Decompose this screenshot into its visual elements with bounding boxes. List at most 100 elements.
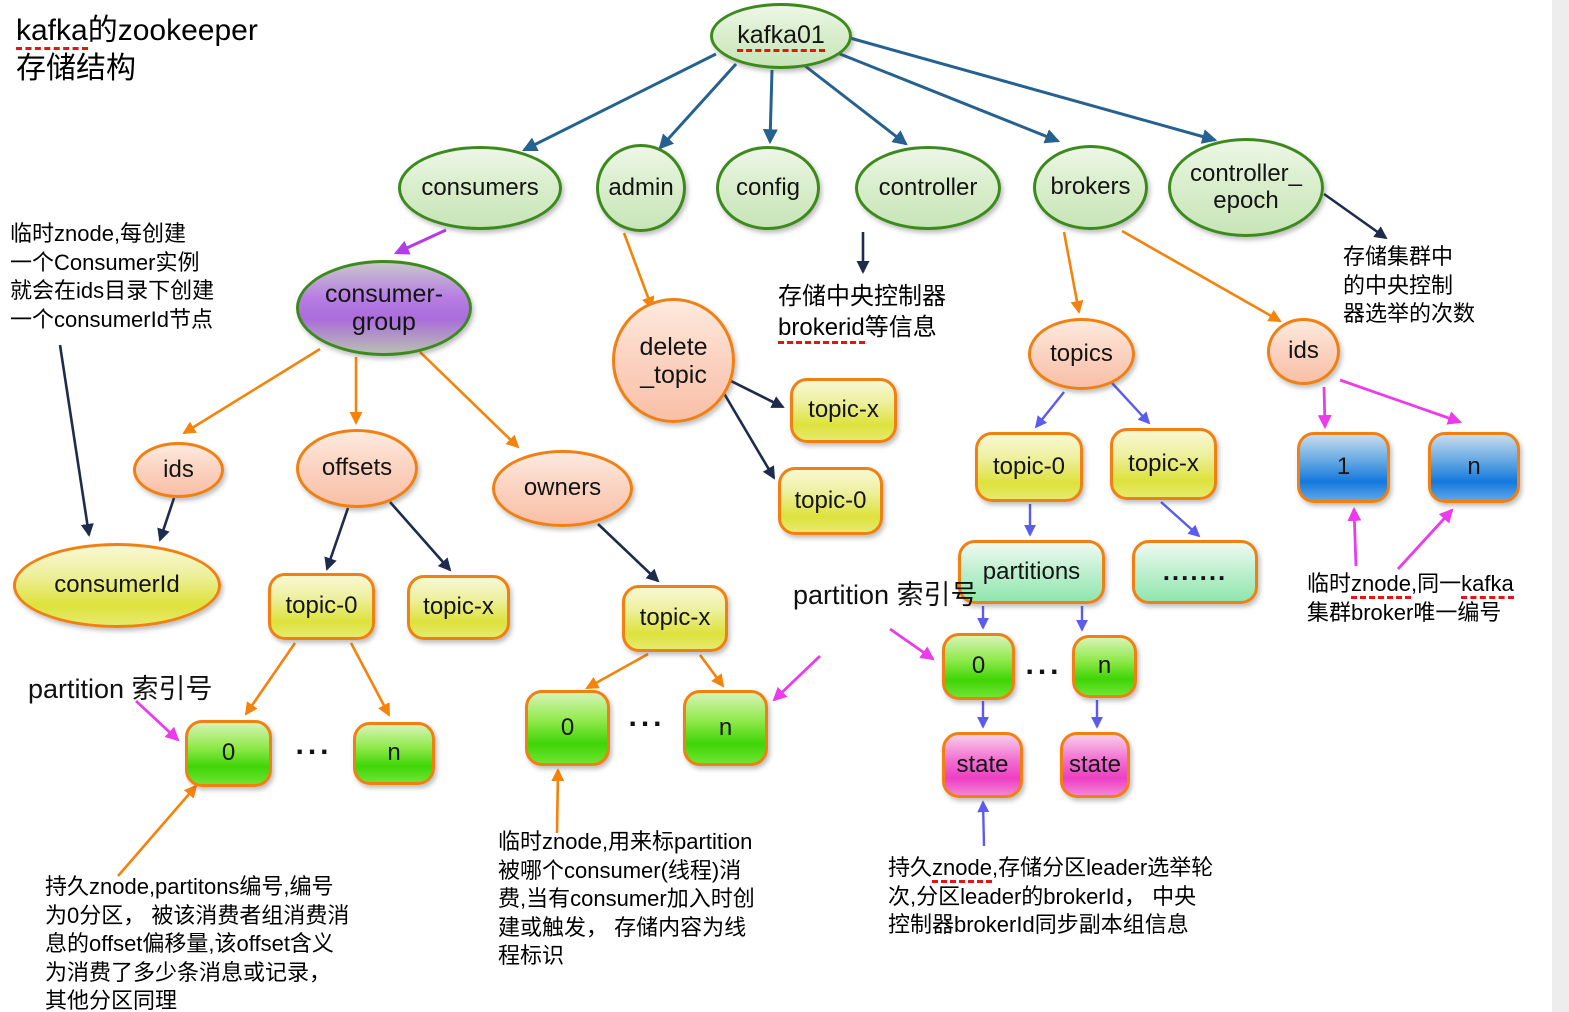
note-controller-brokerid: 存储中央控制器 brokerid等信息 xyxy=(778,281,946,345)
node-partition-n-offsets: n xyxy=(353,722,435,785)
ellipsis-offsets: ... xyxy=(295,728,333,761)
node-partition-n-offsets-label: n xyxy=(387,739,401,767)
title-suffix: 的zookeeper xyxy=(87,14,258,47)
node-topic-0-brokers-label: topic-0 xyxy=(992,452,1066,480)
edge-kafka01-config xyxy=(762,69,778,145)
edge-offsets-topic0 xyxy=(324,507,350,571)
node-delete-topic: delete _topic xyxy=(612,298,735,423)
edge-note-brokern xyxy=(1396,508,1454,570)
node-config-label: config xyxy=(735,173,801,201)
edge-note-state xyxy=(977,800,990,847)
node-topic-0-brokers: topic-0 xyxy=(975,432,1083,502)
node-topic-x-owners: topic-x xyxy=(622,585,728,652)
node-topic-dots-label: ....... xyxy=(1162,556,1228,587)
node-topic-x-brokers-label: topic-x xyxy=(1128,449,1199,477)
edge-note-broker1 xyxy=(1347,506,1362,567)
edge-offsets-topicx xyxy=(389,501,452,572)
edge-topicx-p0 xyxy=(585,652,649,690)
edge-ids-broker1 xyxy=(1317,386,1332,430)
node-delete-topic-label: delete _topic xyxy=(639,332,708,389)
node-broker-n-label: n xyxy=(1467,453,1481,481)
node-consumer-group-label: consumer- group xyxy=(324,280,444,336)
node-broker-n: n xyxy=(1428,432,1520,503)
node-partitions-label: partitions xyxy=(982,557,1081,585)
note-controller-rest: 等信息 xyxy=(864,314,937,342)
edge-note-consumerid xyxy=(58,344,94,537)
note-state-detail: 持久znode,存储分区leader选举轮 次,分区leader的brokerI… xyxy=(888,854,1213,940)
node-owners: owners xyxy=(492,450,633,527)
node-partition-0-owners: 0 xyxy=(525,690,610,766)
node-consumerid-label: consumerId xyxy=(54,571,180,599)
node-admin-label: admin xyxy=(608,173,674,201)
note-offsets-detail: 持久znode,partitons编号,编号 为0分区， 被该消费者组消费消 息… xyxy=(45,874,350,1012)
title-line2: 存储结构 xyxy=(16,52,136,86)
right-gutter xyxy=(1552,0,1569,1012)
node-consumers-label: consumers xyxy=(421,173,539,201)
node-offsets: offsets xyxy=(296,429,418,508)
node-topic-0-offsets-label: topic-0 xyxy=(285,592,358,620)
node-consumerid: consumerId xyxy=(13,543,221,628)
node-topics: topics xyxy=(1028,318,1135,390)
edge-topic0-p0 xyxy=(244,642,297,716)
node-state-left: state xyxy=(942,732,1023,798)
note-controller-line1: 存储中央控制器 xyxy=(778,283,946,310)
edge-kafka01-consumers xyxy=(521,52,717,152)
node-state-right: state xyxy=(1060,732,1130,798)
node-state-right-label: state xyxy=(1068,750,1122,778)
edge-kafka01-admin xyxy=(658,62,738,150)
node-topic-0-delete-label: topic-0 xyxy=(794,486,867,514)
ellipsis-brokers: ... xyxy=(1025,648,1063,681)
node-partition-n-owners-label: n xyxy=(718,713,733,741)
edge-delete-topicx xyxy=(724,376,785,409)
node-kafka01-label: kafka01 xyxy=(737,21,825,52)
label-partition-index-left: partition 索引号 xyxy=(28,674,213,704)
node-brokers: brokers xyxy=(1033,145,1148,230)
node-consumers: consumers xyxy=(398,146,562,230)
node-controller-label: controller xyxy=(878,173,978,201)
edge-plabel-center-p0 xyxy=(889,627,935,661)
node-brokers-label: brokers xyxy=(1050,173,1131,201)
edge-plabel-center-pn xyxy=(772,654,821,702)
node-partition-n-brokers: n xyxy=(1072,635,1137,698)
edge-topicx-pn xyxy=(698,654,725,688)
edge-owners-topicx xyxy=(597,523,660,583)
edge-topics-topicx xyxy=(1111,382,1151,425)
node-controller: controller xyxy=(855,146,1001,230)
node-topic-x-owners-label: topic-x xyxy=(639,604,711,632)
node-ids-brokers: ids xyxy=(1267,318,1340,385)
node-topic-dots: ....... xyxy=(1132,540,1258,604)
node-ids-brokers-label: ids xyxy=(1288,337,1319,365)
edge-kafka01-controller xyxy=(799,60,908,146)
node-topics-label: topics xyxy=(1050,339,1113,367)
node-consumer-group: consumer- group xyxy=(296,260,472,356)
node-partition-0-offsets: 0 xyxy=(185,720,272,787)
edge-brokers-topics xyxy=(1062,231,1084,314)
note-controller-epoch: 存储集群中 的中央控制 器选举的次数 xyxy=(1343,244,1476,327)
node-topic-x-delete-label: topic-x xyxy=(808,396,879,424)
edge-topicx-dots xyxy=(1160,501,1201,538)
node-partition-0-offsets-label: 0 xyxy=(221,739,236,767)
node-kafka01: kafka01 xyxy=(710,3,852,69)
node-partition-n-brokers-label: n xyxy=(1097,652,1112,680)
edge-ids-brokern xyxy=(1339,378,1462,425)
node-offsets-label: offsets xyxy=(321,454,393,482)
node-topic-x-brokers: topic-x xyxy=(1110,428,1217,500)
note-consumer-ids: 临时znode,每创建 一个Consumer实例 就会在ids目录下创建 一个c… xyxy=(10,221,215,332)
edge-delete-topic0 xyxy=(720,389,776,480)
edge-ids-consumerid xyxy=(157,497,176,542)
edge-plabel-left-p0 xyxy=(135,699,180,742)
node-ids-consumer: ids xyxy=(133,442,224,498)
node-config: config xyxy=(716,146,820,230)
note-owners-detail: 临时znode,用来标partition 被哪个consumer(线程)消 费,… xyxy=(498,829,755,969)
node-topic-x-offsets-label: topic-x xyxy=(423,593,494,621)
node-owners-label: owners xyxy=(523,474,602,502)
edge-kafka01-controller-epoch xyxy=(849,36,1218,144)
note-broker-unique-line2: 集群broker唯一编号 xyxy=(1307,599,1502,625)
node-broker-1: 1 xyxy=(1297,432,1390,503)
label-partition-index-center: partition 索引号 xyxy=(793,580,978,610)
note-state-prefix: 持久 xyxy=(888,855,933,880)
note-controller-brokerid-word: brokerid xyxy=(778,314,865,345)
